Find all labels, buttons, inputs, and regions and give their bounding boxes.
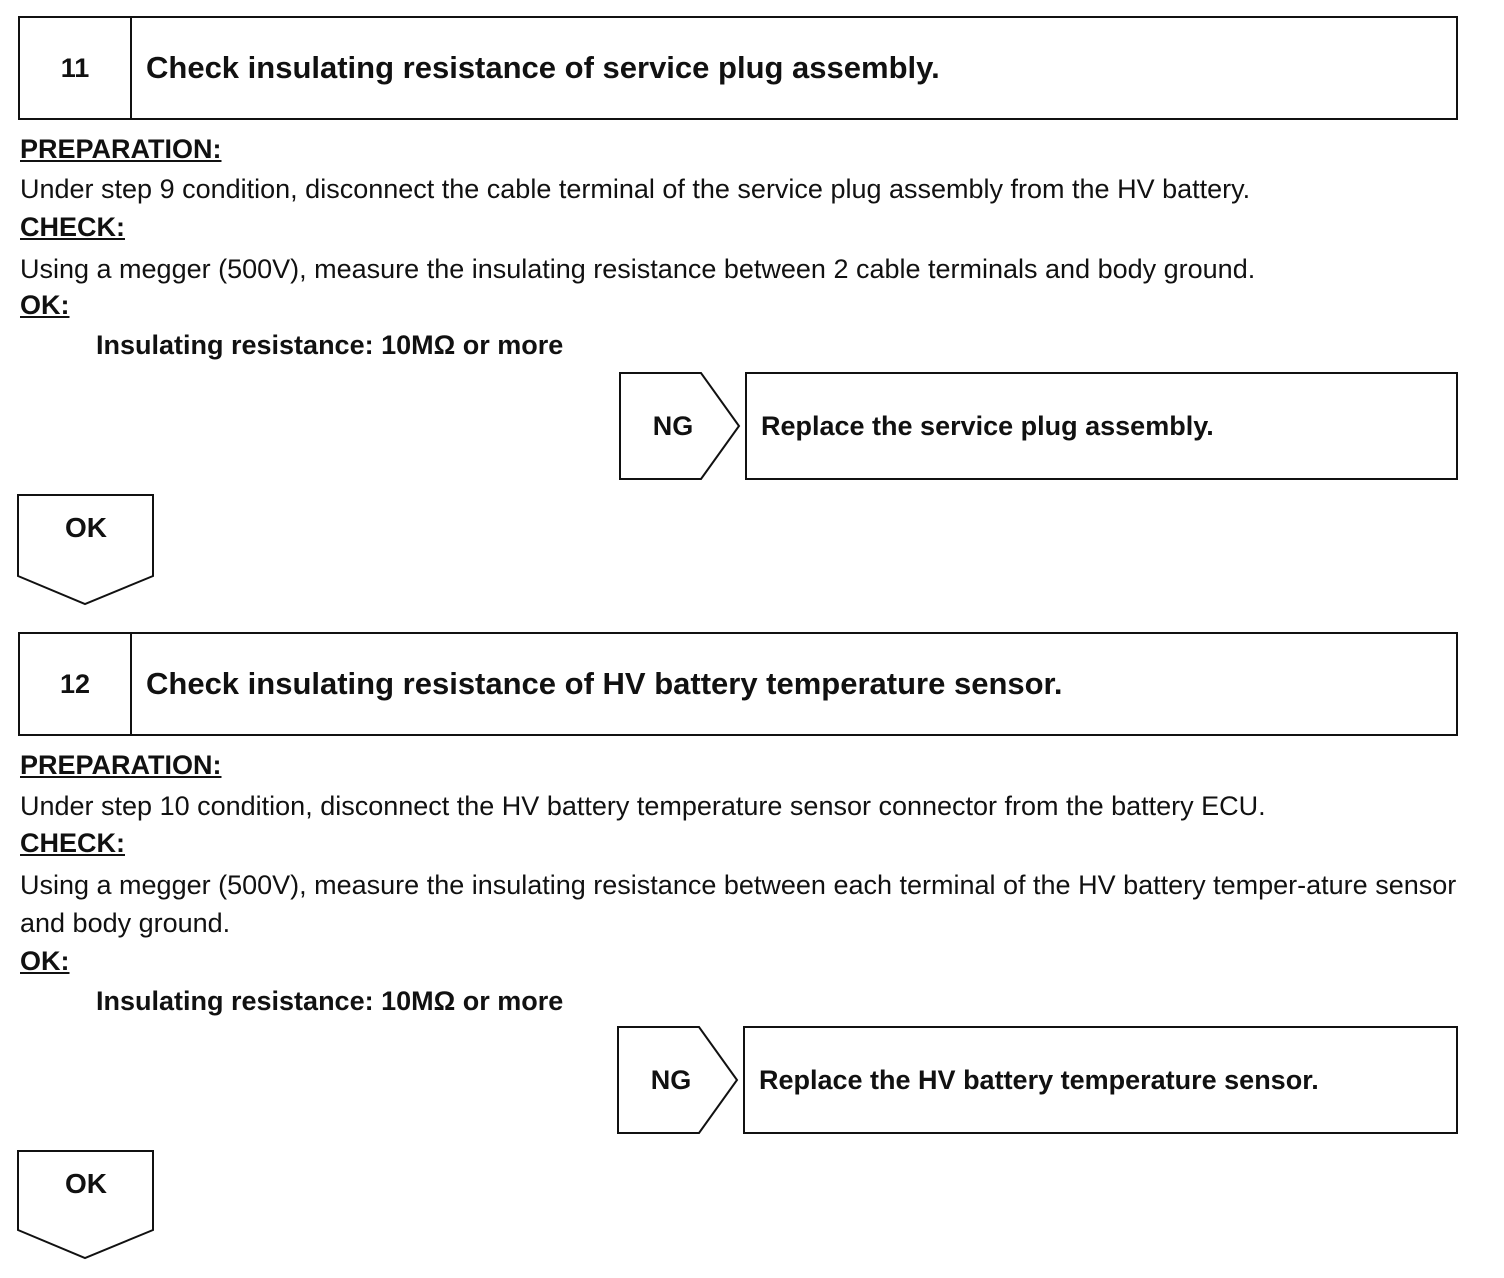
ok-spec: Insulating resistance: 10MΩ or more [96,986,564,1016]
preparation-heading: PREPARATION: [20,134,222,164]
step-11-header: 11 Check insulating resistance of servic… [18,16,1458,120]
preparation-text: Under step 10 condition, disconnect the … [20,791,1266,821]
ng-branch-arrow: NG [619,372,743,480]
step-12-header: 12 Check insulating resistance of HV bat… [18,632,1458,736]
ok-arrow-shape [17,494,154,606]
ok-spec: Insulating resistance: 10MΩ or more [96,330,564,360]
ok-branch-arrow: OK [17,1150,155,1262]
check-heading: CHECK: [20,212,125,242]
ok-heading: OK: [20,946,70,976]
ng-branch-arrow: NG [617,1026,741,1134]
check-text: Using a megger (500V), measure the insul… [20,870,1457,938]
ok-label: OK [65,512,107,543]
step-title: Check insulating resistance of HV batter… [146,666,1063,701]
ng-arrow-shape [619,372,741,480]
ng-arrow-shape [617,1026,739,1134]
ng-action-box: Replace the service plug assembly. [745,372,1458,480]
check-heading: CHECK: [20,828,125,858]
step-title: Check insulating resistance of service p… [146,50,940,85]
preparation-text: Under step 9 condition, disconnect the c… [20,174,1251,204]
ok-heading: OK: [20,290,70,320]
step-number: 12 [20,634,132,734]
ok-arrow-shape [17,1150,154,1260]
preparation-heading: PREPARATION: [20,750,222,780]
ok-label: OK [65,1168,107,1199]
check-text: Using a megger (500V), measure the insul… [20,254,1256,284]
ng-action-box: Replace the HV battery temperature senso… [743,1026,1458,1134]
ng-label: NG [650,1064,692,1095]
ok-branch-arrow: OK [17,494,155,606]
step-number: 11 [20,18,132,118]
ng-label: NG [652,410,694,441]
